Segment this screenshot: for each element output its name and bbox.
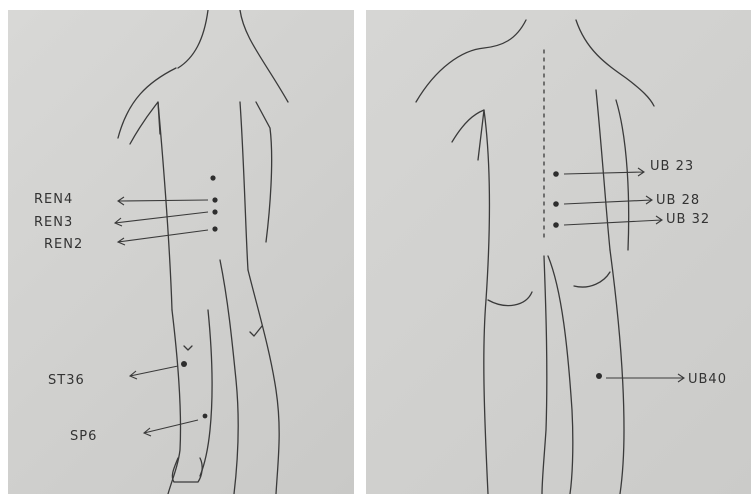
ub23-point-dot [553,171,559,177]
front-arm-left-outline [130,102,160,144]
front-arm-right-outline [256,102,272,242]
ub28-point-dot [553,201,559,207]
sp6-point-dot [203,414,208,419]
ub32-arrow [564,216,662,225]
st36-point-dot [181,361,187,367]
back-shoulder-right-outline [576,20,654,106]
front-torso-left-outline [158,102,172,310]
front-shoulder-left-outline [118,68,176,138]
back-shoulder-left-outline [416,20,526,102]
back-view-panel: UB 23 UB 28 UB 32 UB40 [366,10,751,494]
front-leg-inner-right [220,260,238,494]
ren2-point-dot [212,226,217,231]
front-torso-right-outline [240,102,248,270]
st36-arrow [130,366,178,379]
back-leg-left-outer [484,300,488,494]
ren4b-point-dot [212,197,217,202]
back-body-sketch: UB 23 UB 28 UB 32 UB40 [366,10,751,494]
ren4-point-dot [210,175,215,180]
back-leg-left-inner [542,256,547,494]
front-neck-right-outline [240,10,288,102]
ub40-arrow [606,374,684,382]
front-leg-outer-right [248,270,279,494]
ub40-label: UB40 [688,372,727,387]
back-arm-right-outline [616,100,629,250]
back-buttock-right [574,272,610,287]
front-knee-mark-2 [184,346,192,350]
ren3-label: REN3 [34,215,73,230]
ub32-point-dot [553,222,559,228]
ub40-point-dot [596,373,602,379]
front-foot-outline [172,458,202,482]
ren3-arrow [115,212,208,226]
back-torso-left-outline [484,110,490,300]
back-leg-right-inner [548,256,573,494]
back-arm-left-outline [452,110,484,160]
back-leg-right-outer [610,250,624,494]
sp6-arrow [144,420,198,436]
ub28-label: UB 28 [656,193,700,208]
ren2-label: REN2 [44,237,83,252]
ub23-label: UB 23 [650,159,694,174]
st36-label: ST36 [48,373,85,388]
ren3-point-dot [212,209,217,214]
ren4-label: REN4 [34,192,73,207]
back-torso-right-outline [596,90,610,250]
ub32-label: UB 32 [666,212,710,227]
ren2-arrow [118,230,208,245]
front-body-sketch: REN4 REN3 REN2 ST36 SP6 [8,10,354,494]
ren4-arrow [118,197,208,205]
front-view-panel: REN4 REN3 REN2 ST36 SP6 [8,10,354,494]
front-leg-left-inner [200,310,212,476]
sp6-label: SP6 [70,429,97,444]
ub28-arrow [564,196,652,204]
front-neck-left-outline [178,10,208,68]
back-buttock-left [488,292,532,306]
front-knee-mark [250,326,262,336]
